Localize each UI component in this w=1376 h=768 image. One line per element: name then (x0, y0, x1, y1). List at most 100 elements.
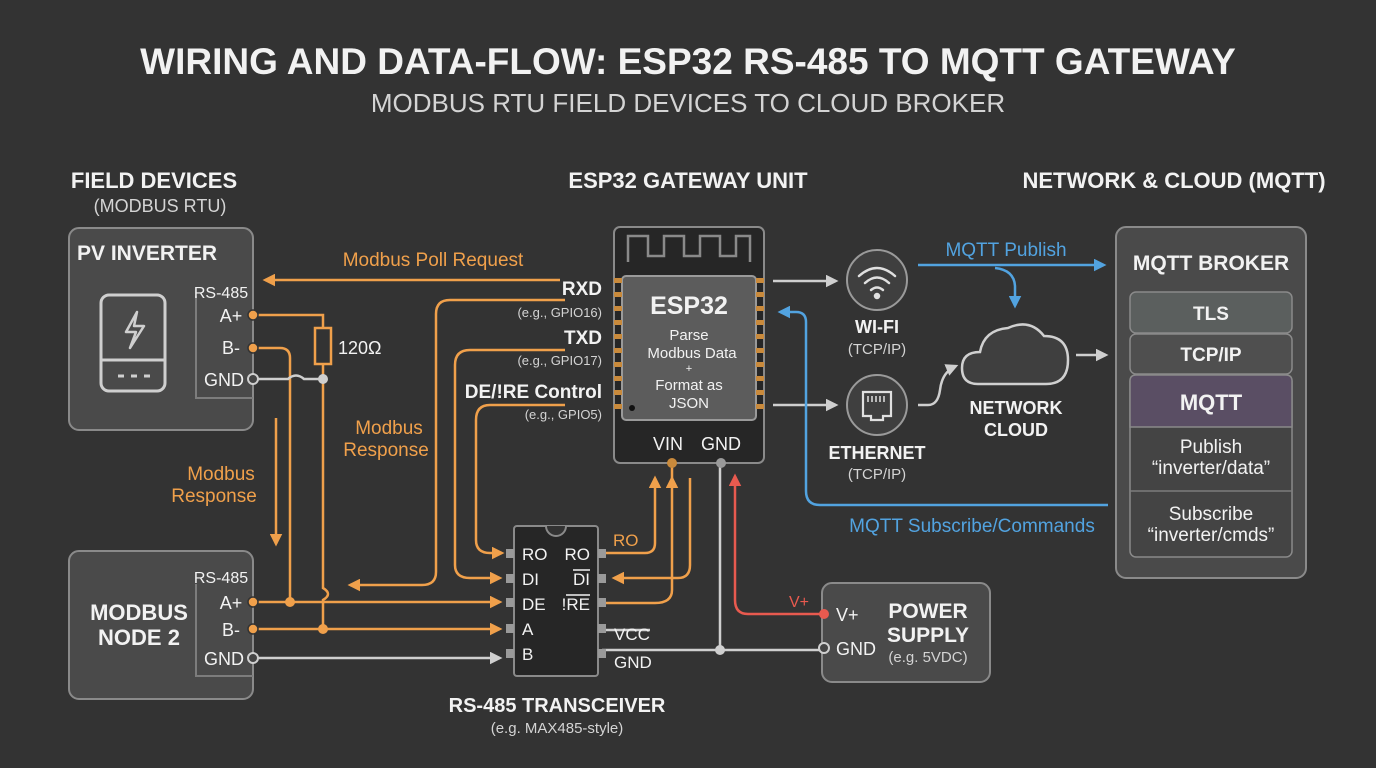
section-gateway: ESP32 GATEWAY UNIT (568, 168, 808, 193)
pv-a-terminal (247, 309, 259, 321)
response-label-2-line1: Modbus (187, 464, 255, 485)
rxd-label: RXD (562, 279, 602, 300)
esp32-desc-2: Modbus Data (647, 345, 737, 362)
xcvr-gnd-label: GND (614, 653, 652, 672)
esp32-castellated-pins (614, 278, 764, 409)
power-vplus-pin: V+ (836, 605, 859, 625)
wire-re-right (602, 475, 679, 605)
ethernet-label: ETHERNET (828, 443, 925, 463)
node2-gnd-label: GND (204, 649, 244, 669)
pv-rs485-label: RS-485 (194, 285, 248, 302)
wire-de-control (474, 403, 565, 560)
pv-inverter-title: PV INVERTER (77, 242, 217, 265)
power-vplus-terminal (819, 609, 829, 619)
xcvr-pin-di: DI (522, 570, 539, 589)
pv-gnd-terminal (247, 373, 259, 385)
pv-b-terminal (247, 342, 259, 354)
response-label-2-line2: Response (171, 486, 257, 507)
power-title-line2: SUPPLY (887, 624, 969, 647)
broker-subscribe-line1: Subscribe (1169, 504, 1254, 525)
xcvr-ro-out-label: RO (613, 531, 639, 550)
junction-b (318, 624, 328, 634)
broker-publish-line1: Publish (1180, 437, 1242, 458)
power-title-line1: POWER (888, 600, 967, 623)
response-label-1-line2: Response (343, 440, 429, 461)
modbus-node2-box: MODBUS NODE 2 RS-485 A+ B- GND (68, 550, 259, 700)
wire-b-minus-pv (253, 346, 292, 602)
section-network-cloud: NETWORK & CLOUD (MQTT) (1022, 168, 1325, 193)
wire-rxd-loop (347, 298, 565, 592)
wire-ro-out (602, 475, 662, 555)
section-field-devices-sub: (MODBUS RTU) (94, 196, 227, 216)
response-label-1-line1: Modbus (355, 418, 423, 439)
node2-b-terminal (247, 623, 259, 635)
wire-resistor-bus-down (321, 380, 330, 629)
de-control-label: DE/!RE Control (465, 382, 602, 403)
inverter-icon (99, 293, 167, 393)
page-title: WIRING AND DATA-FLOW: ESP32 RS-485 TO MQ… (140, 41, 1236, 82)
esp32-chip-label: ESP32 (650, 292, 728, 320)
esp32-desc-4: Format as (655, 377, 723, 394)
esp32-module: ESP32 Parse Modbus Data + Format as JSON… (613, 226, 765, 468)
broker-tls-layer (1129, 291, 1293, 334)
wires (253, 258, 1109, 665)
wifi-node: WI-FI (TCP/IP) (846, 249, 908, 358)
wire-power-vplus (728, 473, 822, 616)
wire-ethernet-cloud (918, 364, 959, 407)
node2-a-plus-label: A+ (220, 593, 243, 613)
node2-b-minus-label: B- (222, 620, 240, 640)
mqtt-subscribe-label: MQTT Subscribe/Commands (849, 516, 1095, 537)
esp32-gnd-pin (716, 458, 726, 468)
ethernet-node: ETHERNET (TCP/IP) (828, 374, 926, 483)
wire-gnd-pv (253, 374, 323, 381)
cloud-label-line2: CLOUD (984, 420, 1048, 440)
txd-label: TXD (564, 328, 602, 349)
pv-inverter-box: PV INVERTER RS-485 A+ B- GND (68, 227, 259, 431)
broker-publish-topic: “inverter/data” (1152, 458, 1270, 479)
wire-di-right (611, 478, 692, 585)
power-subtitle: (e.g. 5VDC) (888, 649, 967, 666)
resistor-label: 120Ω (338, 338, 382, 358)
power-gnd-pin: GND (836, 639, 876, 659)
xcvr-pin-re-right: !RE (562, 595, 590, 614)
poll-request-label: Modbus Poll Request (343, 250, 524, 271)
esp32-desc-1: Parse (669, 327, 708, 344)
broker-tcp-label: TCP/IP (1180, 345, 1242, 366)
xcvr-pin-ro: RO (522, 545, 548, 564)
gnd-junction (715, 645, 725, 655)
wire-txd-to-di (453, 348, 565, 585)
antenna-trace (626, 234, 752, 262)
xcvr-pin-de: DE (522, 595, 546, 614)
pv-a-plus-label: A+ (220, 306, 243, 326)
xcvr-pin-b: B (522, 645, 533, 664)
wifi-sub: (TCP/IP) (848, 341, 906, 358)
esp32-gnd-label: GND (701, 434, 741, 454)
ethernet-sub: (TCP/IP) (848, 466, 906, 483)
transceiver-subtitle: (e.g. MAX485-style) (491, 720, 624, 737)
rxd-pin-label: (e.g., GPIO16) (517, 305, 602, 320)
de-control-pin-label: (e.g., GPIO5) (525, 407, 602, 422)
network-cloud-node: NETWORK CLOUD (960, 323, 1070, 440)
wire-a-plus-pv (253, 313, 325, 328)
cloud-icon (960, 323, 1070, 386)
mqtt-publish-label: MQTT Publish (945, 240, 1066, 261)
transceiver-title: RS-485 TRANSCEIVER (449, 695, 666, 717)
broker-subscribe-topic: “inverter/cmds” (1148, 525, 1275, 546)
node2-a-terminal (247, 596, 259, 608)
wire-publish-cloud (994, 266, 1022, 309)
broker-mqtt-label: MQTT (1180, 390, 1243, 415)
xcvr-vcc-label: VCC (614, 625, 650, 644)
page-subtitle: MODBUS RTU FIELD DEVICES TO CLOUD BROKER (371, 88, 1005, 118)
wifi-icon (857, 266, 897, 300)
xcvr-pin-ro-right: RO (565, 545, 591, 564)
power-gnd-terminal (818, 642, 830, 654)
pv-b-minus-label: B- (222, 338, 240, 358)
xcvr-pin-a: A (522, 620, 534, 639)
txd-pin-label: (e.g., GPIO17) (517, 353, 602, 368)
wifi-label: WI-FI (855, 317, 899, 337)
junction-a (285, 597, 295, 607)
broker-tls-label: TLS (1193, 304, 1229, 325)
esp32-vin-label: VIN (653, 434, 683, 454)
